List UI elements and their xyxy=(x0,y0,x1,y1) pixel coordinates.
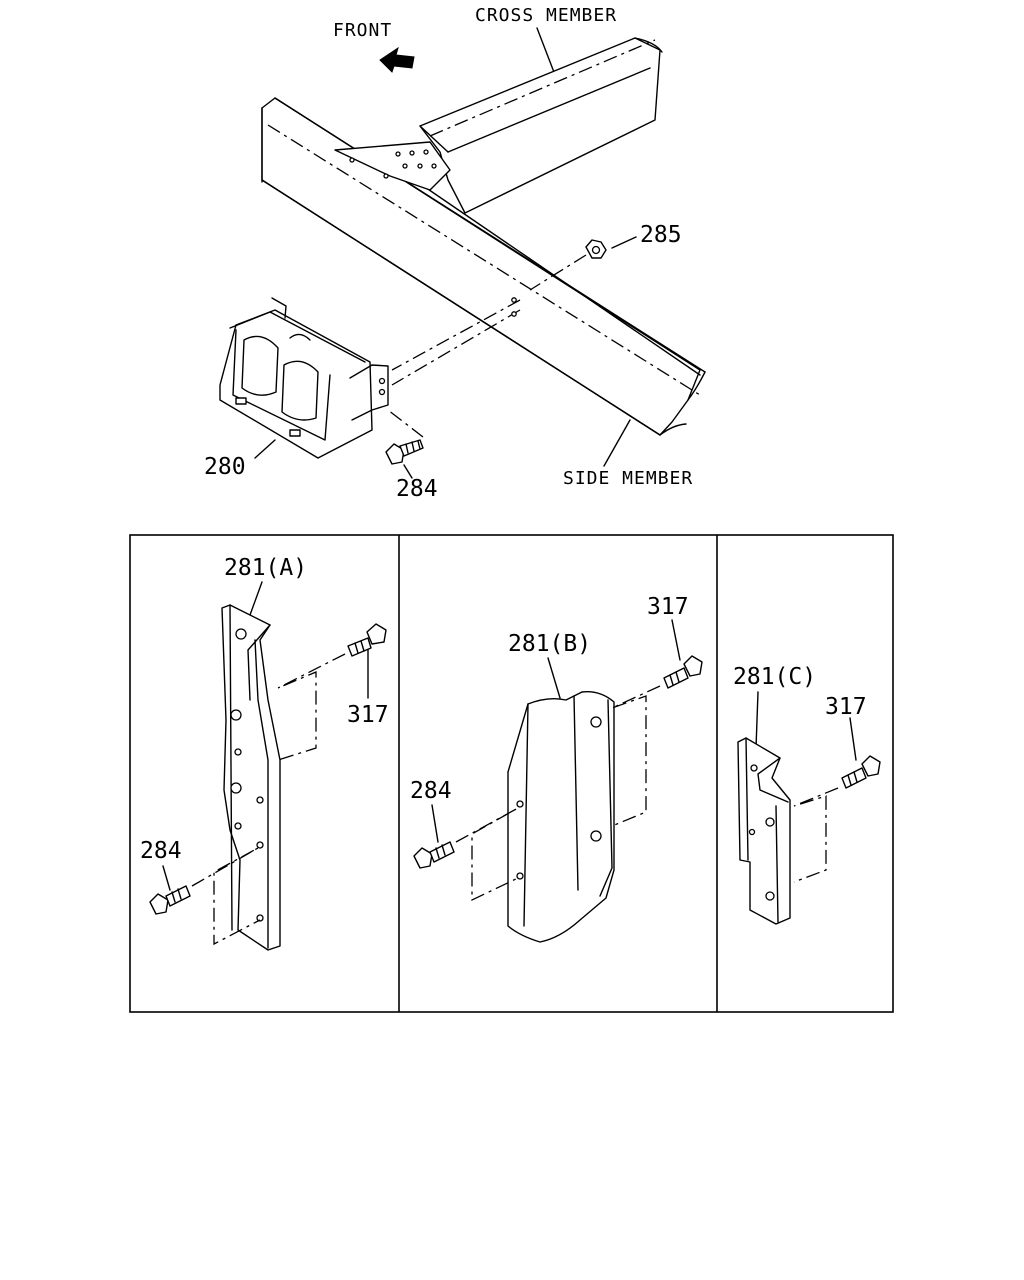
label-285: 285 xyxy=(640,222,682,248)
panel-b: 281(B) 317 xyxy=(410,594,703,943)
variant-panels: 281(A) 317 xyxy=(129,534,894,1013)
panels-frame xyxy=(129,534,894,1013)
panel-c-bolt-317 xyxy=(841,755,881,789)
panel-a: 281(A) 317 xyxy=(140,555,389,951)
panel-a-bolt-317 xyxy=(347,623,387,657)
nut-285-leader xyxy=(611,236,637,249)
panel-a-part-label: 281(A) xyxy=(224,555,307,581)
side-member-leader xyxy=(603,419,631,467)
cross-member xyxy=(419,37,663,214)
panel-b-part-label: 281(B) xyxy=(508,631,591,657)
front-arrow-icon xyxy=(379,46,415,73)
panel-b-bolt-284 xyxy=(413,841,455,869)
bracket-280 xyxy=(219,297,389,459)
panel-b-label-317: 317 xyxy=(647,594,689,620)
panel-c-part-label: 281(C) xyxy=(733,664,816,690)
front-label: FRONT xyxy=(333,20,392,41)
panel-b-label-284: 284 xyxy=(410,778,452,804)
panel-c: 281(C) 317 xyxy=(733,664,881,925)
side-member-label: SIDE MEMBER xyxy=(563,468,693,489)
label-280: 280 xyxy=(204,454,246,480)
panel-a-bolt-284 xyxy=(149,885,191,915)
panel-b-bolt-317 xyxy=(663,655,703,689)
bolt-284-top xyxy=(385,439,424,465)
cross-member-label: CROSS MEMBER xyxy=(475,5,617,26)
panel-c-label-317: 317 xyxy=(825,694,867,720)
panel-a-label-284: 284 xyxy=(140,838,182,864)
bolt-284-leader xyxy=(403,464,413,479)
panel-a-label-317: 317 xyxy=(347,702,389,728)
nut-285 xyxy=(585,239,607,259)
side-member xyxy=(261,97,706,436)
top-assembly: FRONT CROSS MEMBER xyxy=(204,5,706,502)
label-284-top: 284 xyxy=(396,476,438,502)
bracket-280-leader xyxy=(254,439,276,459)
